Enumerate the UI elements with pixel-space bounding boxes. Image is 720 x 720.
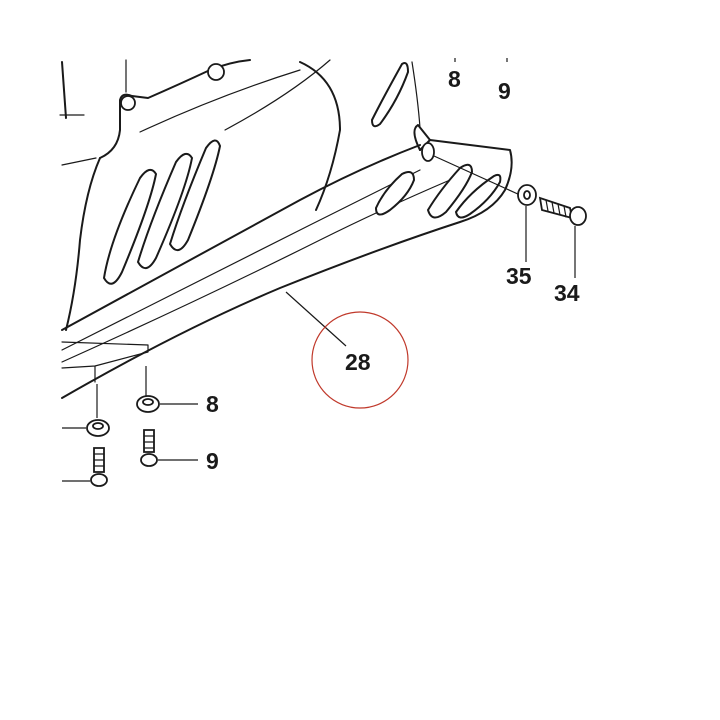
leader-28 [285, 291, 347, 347]
label-lower-washer-8: 8 [206, 391, 219, 417]
label-part-28: 28 [345, 349, 371, 375]
label-top-screw-9: 9 [498, 78, 511, 104]
lower-hardware [62, 366, 198, 487]
label-top-washer-8: 8 [448, 66, 461, 92]
label-washer-35: 35 [506, 263, 532, 289]
label-lower-screw-9: 9 [206, 448, 219, 474]
right-hardware [421, 142, 587, 278]
highlight-circle-28 [311, 311, 409, 409]
screw-9-icon [143, 429, 155, 453]
bolt-34-icon [538, 196, 574, 220]
cooling-slots [102, 139, 502, 285]
cover-panel-drawing [59, 59, 513, 399]
label-bolt-34: 34 [554, 280, 580, 306]
